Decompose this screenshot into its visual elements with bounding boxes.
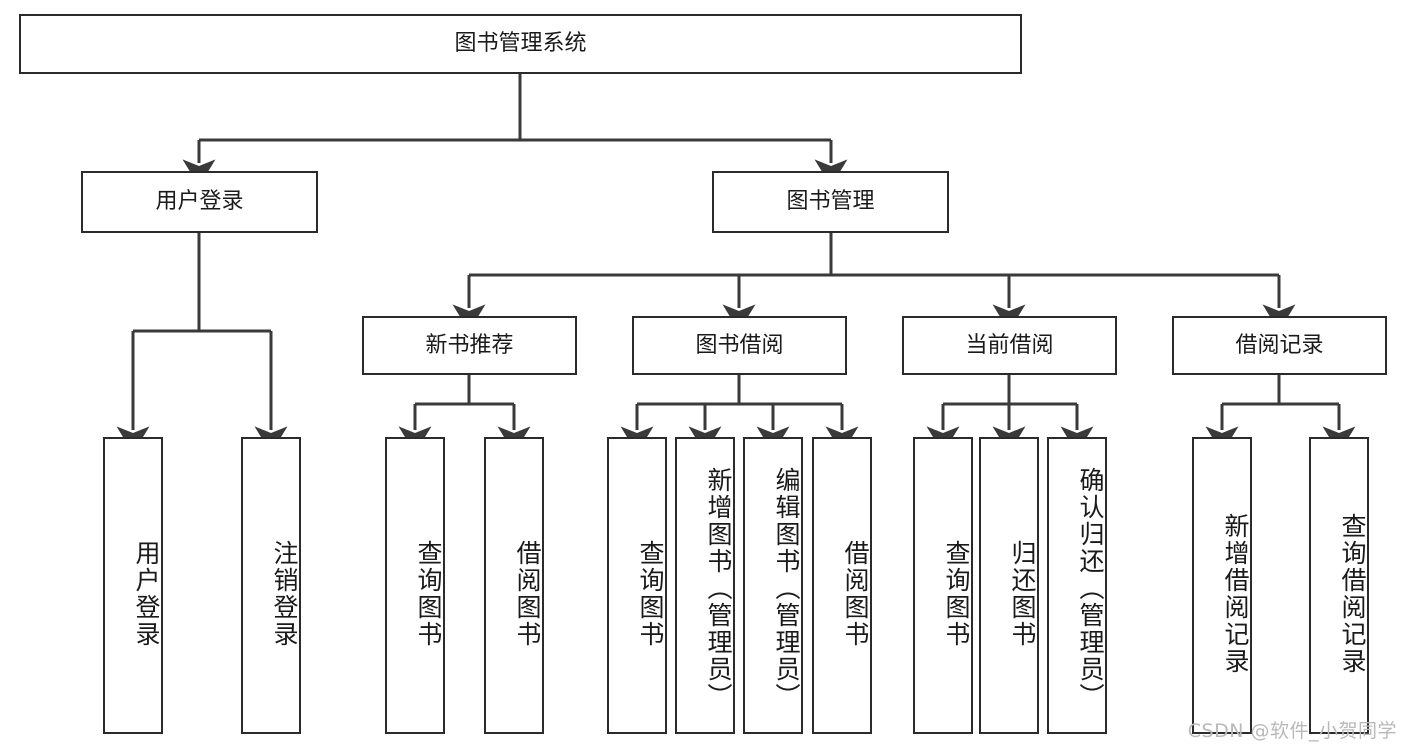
- node-leaf-borrow-book-1-label: 借阅图书: [513, 539, 542, 648]
- node-book-borrow-label: 图书借阅: [695, 332, 784, 358]
- node-leaf-return-book-label: 归还图书: [1008, 539, 1037, 648]
- node-borrow-record[interactable]: 借阅记录: [1172, 316, 1387, 375]
- node-leaf-query-book-2[interactable]: 查询图书: [607, 437, 667, 734]
- node-user-login[interactable]: 用户登录: [81, 171, 318, 233]
- node-leaf-query-record-label: 查询借阅记录: [1338, 512, 1367, 675]
- node-leaf-query-book-3[interactable]: 查询图书: [913, 437, 973, 734]
- node-leaf-logout[interactable]: 注销登录: [241, 437, 301, 734]
- node-leaf-query-book-1-label: 查询图书: [414, 539, 443, 648]
- node-user-login-label: 用户登录: [155, 189, 244, 215]
- node-leaf-query-book-3-label: 查询图书: [942, 539, 971, 648]
- node-leaf-return-book[interactable]: 归还图书: [979, 437, 1039, 734]
- node-leaf-user-login-label: 用户登录: [132, 539, 161, 648]
- node-new-book-rec-label: 新书推荐: [425, 332, 514, 358]
- node-root[interactable]: 图书管理系统: [19, 14, 1022, 74]
- node-root-label: 图书管理系统: [454, 31, 587, 57]
- node-leaf-borrow-book-2[interactable]: 借阅图书: [812, 437, 872, 734]
- node-leaf-borrow-book-2-label: 借阅图书: [841, 539, 870, 648]
- node-new-book-rec[interactable]: 新书推荐: [362, 316, 577, 375]
- node-leaf-edit-book[interactable]: 编辑图书（管理员）: [743, 437, 803, 734]
- node-leaf-query-book-2-label: 查询图书: [636, 539, 665, 648]
- node-leaf-query-record[interactable]: 查询借阅记录: [1309, 437, 1369, 734]
- node-leaf-add-book-label: 新增图书（管理员）: [704, 467, 733, 710]
- node-leaf-confirm-return[interactable]: 确认归还（管理员）: [1047, 437, 1107, 734]
- node-leaf-add-book[interactable]: 新增图书（管理员）: [675, 437, 735, 734]
- node-book-manage-label: 图书管理: [786, 189, 875, 215]
- node-leaf-confirm-return-label: 确认归还（管理员）: [1076, 467, 1105, 710]
- node-leaf-add-record-label: 新增借阅记录: [1221, 512, 1250, 675]
- csdn-watermark: CSDN @软件_小贺同学: [1187, 720, 1397, 742]
- node-current-borrow-label: 当前借阅: [965, 332, 1054, 358]
- node-leaf-add-record[interactable]: 新增借阅记录: [1192, 437, 1252, 734]
- node-book-manage[interactable]: 图书管理: [712, 171, 949, 233]
- node-borrow-record-label: 借阅记录: [1235, 332, 1324, 358]
- node-leaf-edit-book-label: 编辑图书（管理员）: [772, 467, 801, 710]
- node-leaf-borrow-book-1[interactable]: 借阅图书: [484, 437, 544, 734]
- node-leaf-logout-label: 注销登录: [270, 539, 299, 648]
- node-book-borrow[interactable]: 图书借阅: [632, 316, 847, 375]
- node-current-borrow[interactable]: 当前借阅: [902, 316, 1117, 375]
- node-leaf-query-book-1[interactable]: 查询图书: [385, 437, 445, 734]
- node-leaf-user-login[interactable]: 用户登录: [103, 437, 163, 734]
